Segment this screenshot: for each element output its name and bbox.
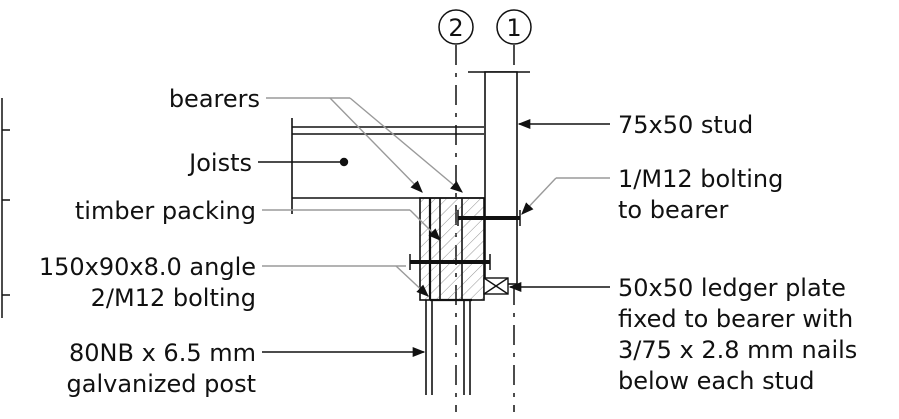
adjacent-detail-edge (1, 98, 10, 318)
label-angle-line1: 150x90x8.0 angle (39, 253, 256, 281)
galvanized-post (425, 300, 471, 395)
bolt-ends (409, 210, 521, 270)
leader-angle (262, 265, 429, 297)
leader-bearers (266, 97, 463, 193)
stud (468, 71, 530, 285)
leader-timber-packing (262, 209, 441, 241)
label-ledger-line3: 3/75 x 2.8 mm nails (618, 336, 857, 364)
label-ledger-line4: below each stud (618, 367, 814, 395)
leader-bolting (521, 177, 610, 215)
angle-150x90 (428, 198, 472, 302)
label-angle-line2: 2/M12 bolting (91, 284, 256, 312)
grid-marker-1: 1 (496, 9, 532, 45)
label-bolting-line2: to bearer (618, 196, 729, 224)
leader-joists (258, 157, 349, 167)
label-bearers: bearers (169, 85, 260, 113)
label-ledger-line1: 50x50 ledger plate (618, 274, 846, 302)
label-joists: Joists (187, 149, 252, 177)
label-timber-packing: timber packing (75, 197, 256, 225)
label-post-line1: 80NB x 6.5 mm (69, 339, 256, 367)
grid-marker-1-label: 1 (506, 14, 521, 42)
ledger-plate (483, 277, 509, 295)
label-post-line2: galvanized post (67, 370, 256, 398)
grid-marker-2: 2 (438, 9, 474, 45)
label-ledger-line2: fixed to bearer with (618, 305, 853, 333)
grid-marker-2-label: 2 (448, 14, 463, 42)
label-bolting-line1: 1/M12 bolting (618, 165, 783, 193)
label-stud: 75x50 stud (618, 111, 753, 139)
